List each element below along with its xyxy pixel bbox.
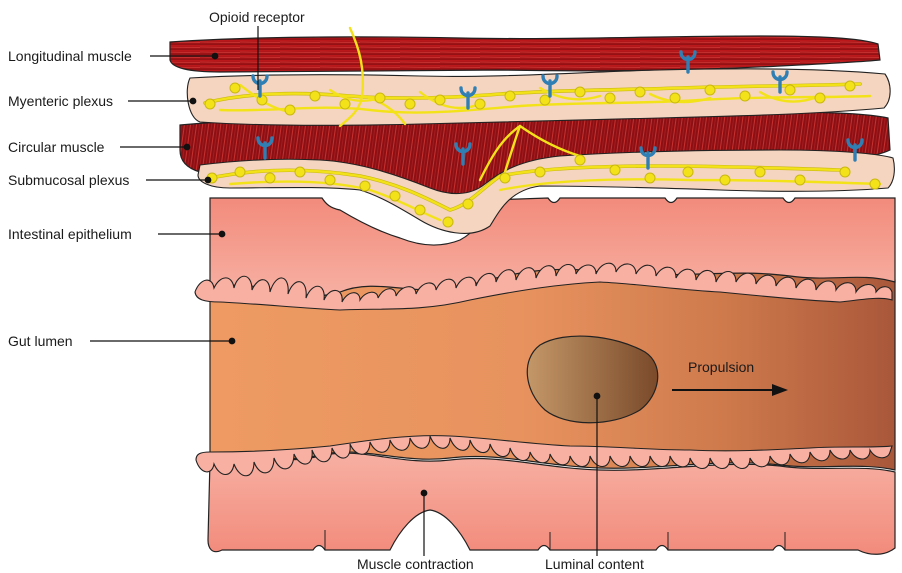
label-propulsion: Propulsion <box>688 359 754 375</box>
label-circular-muscle: Circular muscle <box>8 139 105 155</box>
intestinal-epithelium-bottom <box>208 453 895 554</box>
label-gut-lumen: Gut lumen <box>8 333 73 349</box>
label-intestinal-epithelium: Intestinal epithelium <box>8 226 132 242</box>
longitudinal-muscle-layer <box>170 36 880 72</box>
luminal-content-bolus <box>527 336 657 423</box>
label-submucosal-plexus: Submucosal plexus <box>8 172 129 188</box>
label-luminal-content: Luminal content <box>545 556 644 572</box>
label-muscle-contraction: Muscle contraction <box>357 556 474 572</box>
label-opioid-receptor: Opioid receptor <box>209 9 305 25</box>
label-myenteric-plexus: Myenteric plexus <box>8 93 113 109</box>
intestinal-tube <box>195 198 895 554</box>
label-longitudinal-muscle: Longitudinal muscle <box>8 48 132 64</box>
